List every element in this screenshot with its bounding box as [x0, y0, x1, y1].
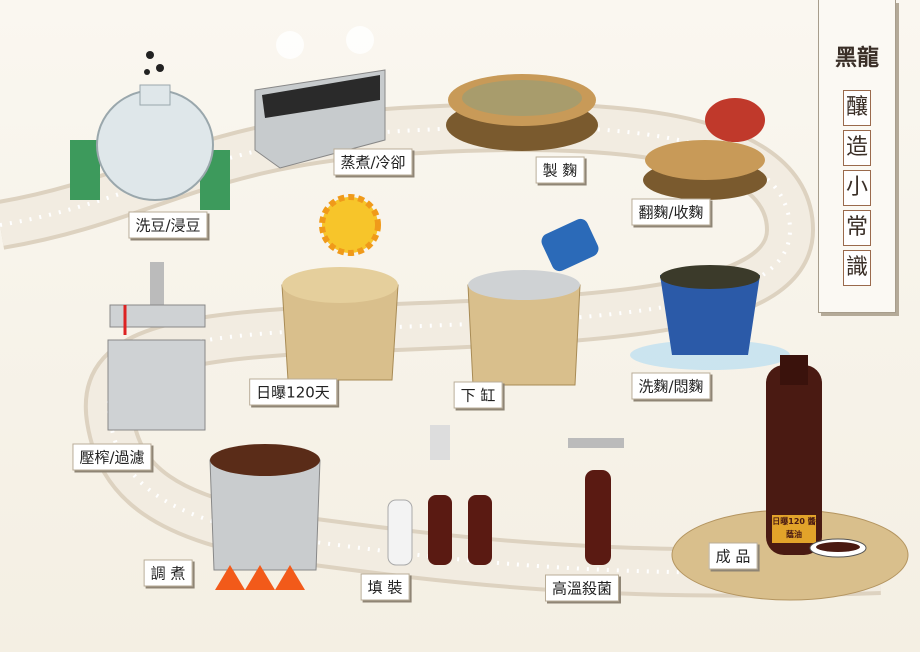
- step-label-into-jar: 下 缸: [453, 381, 503, 409]
- cooking-pot: [209, 444, 321, 590]
- bottle-logo-label: 日曝120 醬蔭油: [772, 517, 816, 539]
- process-path: [0, 101, 881, 598]
- title-char: 小: [843, 170, 871, 206]
- title-char: 識: [843, 250, 871, 286]
- final-product: [671, 355, 909, 601]
- press-machine: [107, 262, 206, 431]
- koji-tray: [446, 74, 598, 151]
- sun-drying-jar: [281, 194, 399, 381]
- steamer-box: [254, 26, 386, 169]
- brand-logo: 黑龍: [834, 46, 879, 71]
- title-banner: 黑龍 釀 造 小 常 識: [818, 0, 896, 313]
- step-label-turn-koji: 翻麴/收麴: [631, 198, 711, 226]
- step-label-cook: 調 煮: [143, 559, 193, 587]
- step-label-sun-dry: 日曝120天: [249, 378, 337, 406]
- jar-with-salt: [467, 218, 599, 386]
- step-label-steam-cool: 蒸煮/冷卻: [333, 148, 413, 176]
- step-label-wash-soak: 洗豆/浸豆: [128, 211, 208, 239]
- washing-basket: [630, 265, 790, 370]
- title-char: 常: [843, 210, 871, 246]
- step-label-wash-koji: 洗麴/悶麴: [631, 372, 711, 400]
- step-label-press-filter: 壓榨/過濾: [72, 443, 152, 471]
- banner-title: 釀 造 小 常 識: [843, 90, 871, 290]
- turning-koji-tray: [643, 98, 767, 200]
- step-label-sterilize: 高溫殺菌: [544, 574, 620, 602]
- washing-machine: [70, 51, 230, 210]
- filling-bottles: [387, 425, 492, 566]
- step-label-product: 成 品: [708, 542, 758, 570]
- title-char: 造: [843, 130, 871, 166]
- step-label-make-koji: 製 麴: [535, 156, 585, 184]
- title-char: 釀: [843, 90, 871, 126]
- sterilization-bottle: [568, 438, 624, 565]
- step-label-fill: 填 裝: [360, 573, 410, 601]
